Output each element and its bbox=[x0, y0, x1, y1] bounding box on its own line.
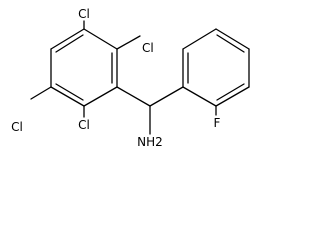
bond-ring-b-5 bbox=[215, 86, 250, 107]
bond-ring-a-6 bbox=[50, 28, 85, 50]
bond-ring-to-ch bbox=[116, 86, 151, 107]
atom-cl-upper-right: Cl bbox=[142, 41, 154, 55]
atom-cl-left: Cl bbox=[11, 120, 23, 134]
bonds bbox=[30, 20, 250, 135]
bond-ch-to-ring-b bbox=[149, 86, 184, 107]
bond-ring-b-2 bbox=[182, 28, 217, 50]
bond-cl-upper-right bbox=[116, 35, 141, 50]
atom-cl-top: Cl bbox=[78, 7, 90, 21]
bond-ring-b-5-double bbox=[216, 83, 245, 101]
bond-ring-b-6 bbox=[182, 86, 217, 107]
bond-ring-a-1 bbox=[83, 28, 118, 50]
bond-ring-b-3-double bbox=[216, 34, 245, 53]
bond-ring-a-6-double bbox=[55, 34, 84, 53]
bond-cl-left bbox=[30, 86, 52, 100]
structural-formula: Cl Cl Cl Cl F NH2 bbox=[11, 7, 250, 149]
atom-fluorine: F bbox=[214, 116, 221, 130]
atom-cl-lower: Cl bbox=[78, 118, 90, 132]
bond-ring-a-4-double bbox=[55, 83, 84, 101]
atom-labels: Cl Cl Cl Cl F NH2 bbox=[11, 7, 220, 149]
bond-ring-b-3 bbox=[215, 28, 250, 50]
atom-amine: NH2 bbox=[137, 135, 163, 149]
bond-ring-a-4 bbox=[50, 86, 85, 107]
bond-ring-a-3 bbox=[83, 86, 118, 107]
